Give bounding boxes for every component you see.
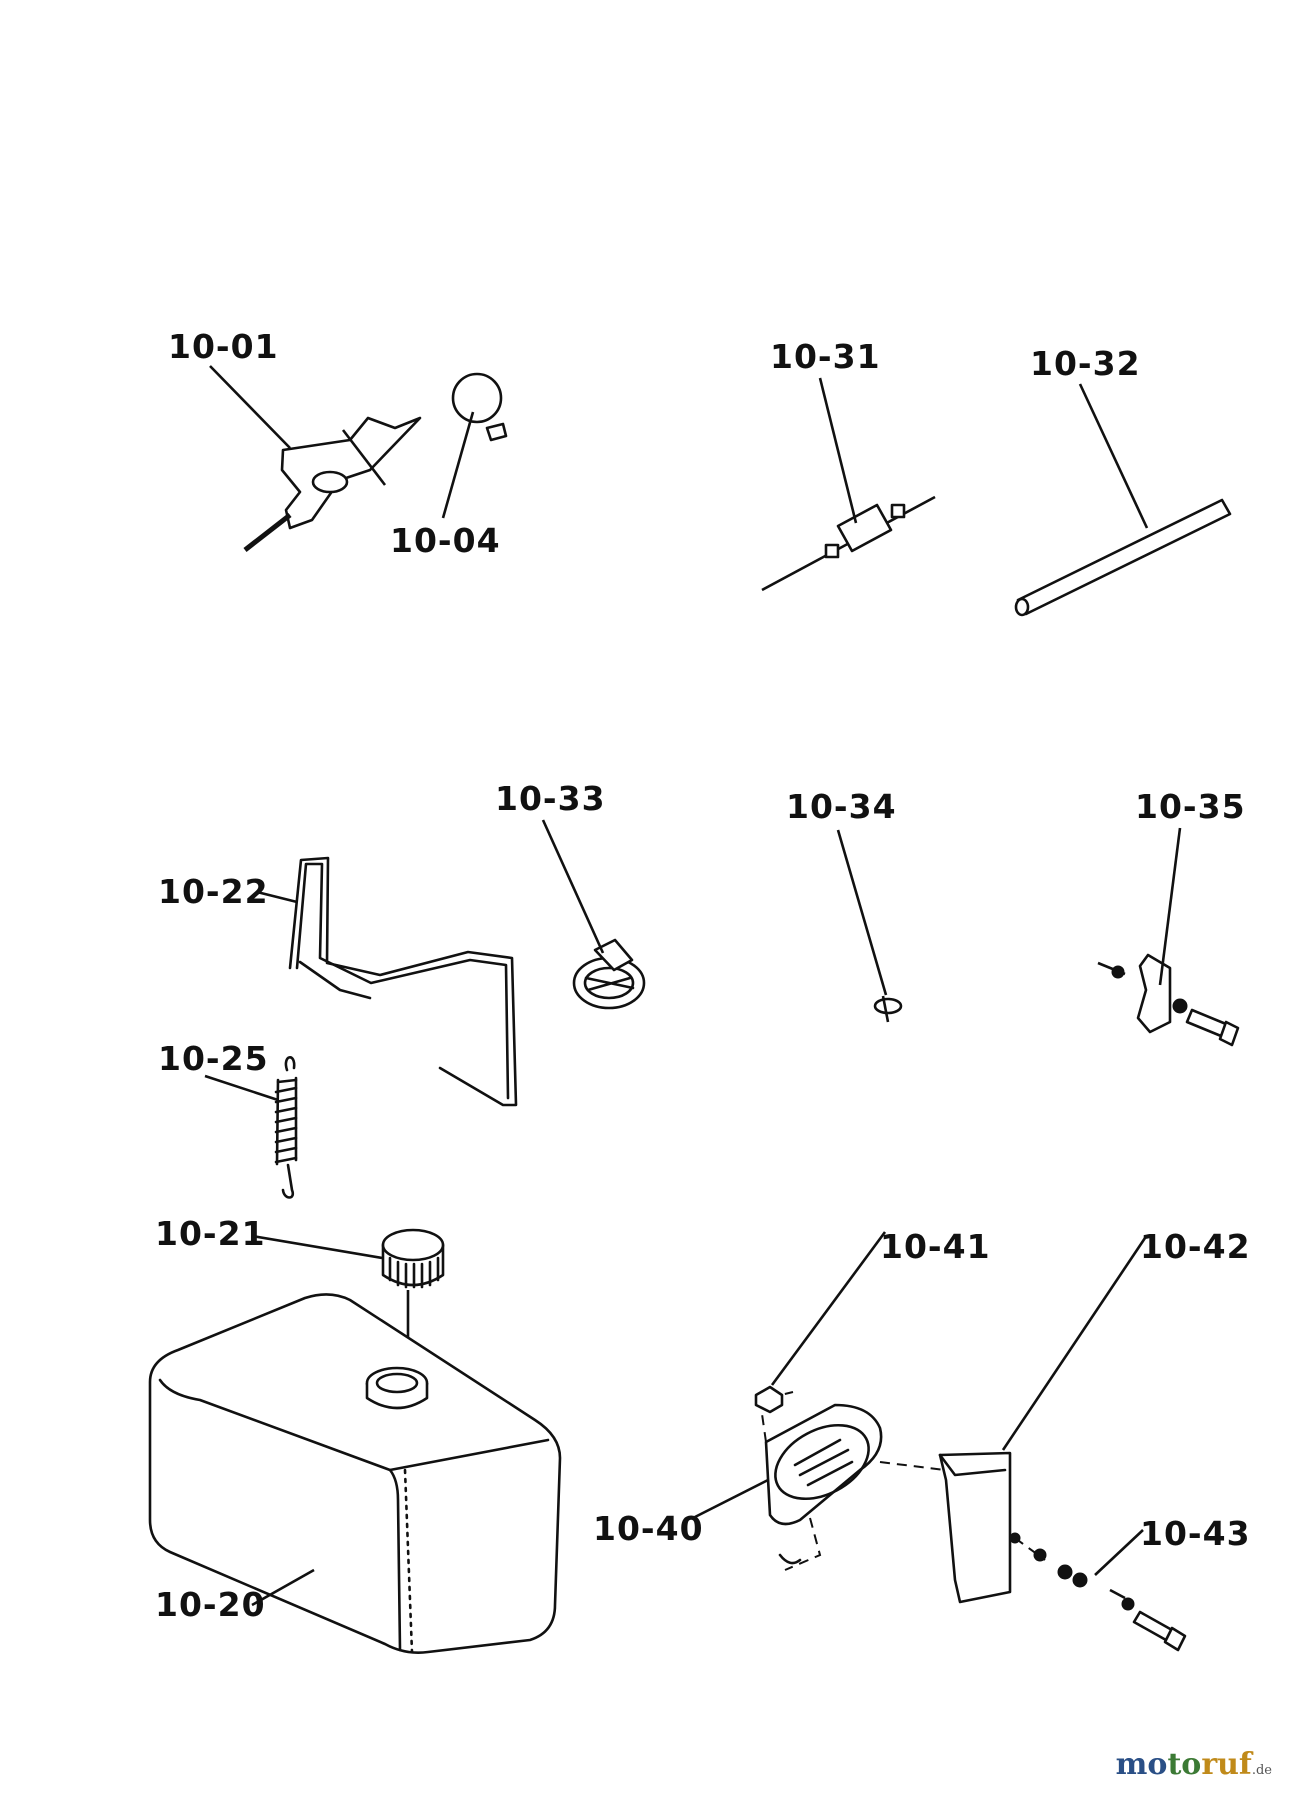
watermark-tld: .de	[1251, 1763, 1272, 1778]
leader-10-31	[818, 377, 858, 524]
label-10-01: 10-01	[168, 327, 279, 366]
label-10-22: 10-22	[158, 872, 269, 911]
leader-10-42	[1001, 1237, 1147, 1451]
leader-10-32	[1078, 383, 1149, 529]
part-10-01-bracket	[243, 416, 422, 552]
leader-10-40	[692, 1478, 769, 1520]
part-10-04-knob	[451, 372, 508, 442]
part-10-41-nut	[754, 1385, 784, 1414]
label-10-35: 10-35	[1135, 787, 1246, 826]
label-10-21: 10-21	[155, 1214, 266, 1253]
part-10-42-bracket-plate	[938, 1451, 1046, 1604]
label-10-41: 10-41	[880, 1227, 991, 1266]
motoruf-watermark: motoruf.de	[1116, 1747, 1272, 1782]
watermark-part1: mo	[1115, 1747, 1168, 1782]
watermark-part3: ruf	[1201, 1747, 1252, 1782]
part-10-22-wire-bracket	[288, 856, 518, 1107]
leader-10-20	[251, 1568, 315, 1607]
part-10-32-fuel-hose	[1014, 498, 1232, 617]
leader-10-25	[204, 1074, 279, 1102]
leader-10-41	[770, 1231, 887, 1386]
label-10-43: 10-43	[1140, 1514, 1251, 1553]
leader-10-33	[541, 819, 605, 954]
label-10-40: 10-40	[593, 1509, 704, 1548]
leader-10-34	[836, 829, 888, 996]
leader-10-43	[1094, 1529, 1144, 1576]
label-10-32: 10-32	[1030, 344, 1141, 383]
label-10-31: 10-31	[770, 337, 881, 376]
label-10-34: 10-34	[786, 787, 897, 826]
part-10-31-fuel-filter	[761, 495, 936, 592]
leader-10-01	[209, 365, 291, 449]
leader-10-35	[1158, 827, 1182, 986]
label-10-42: 10-42	[1140, 1227, 1251, 1266]
part-10-21-fuel-cap	[381, 1228, 445, 1289]
part-10-33-hose-clamp	[572, 938, 646, 1010]
leader-10-22	[256, 890, 298, 904]
part-10-25-spring	[274, 1056, 298, 1199]
part-10-43-bolt-washers	[1033, 1548, 1187, 1652]
part-10-40-air-filter	[758, 1391, 946, 1571]
label-10-33: 10-33	[495, 779, 606, 818]
label-10-04: 10-04	[390, 521, 501, 560]
part-10-34-clip	[873, 995, 903, 1023]
label-10-20: 10-20	[155, 1585, 266, 1624]
leader-10-04	[441, 411, 475, 519]
leader-10-21	[251, 1234, 383, 1260]
part-10-20-fuel-tank	[148, 1293, 562, 1654]
label-10-25: 10-25	[158, 1039, 269, 1078]
watermark-part2: to	[1167, 1747, 1202, 1782]
part-10-35-clamp-bolt	[1097, 953, 1240, 1047]
